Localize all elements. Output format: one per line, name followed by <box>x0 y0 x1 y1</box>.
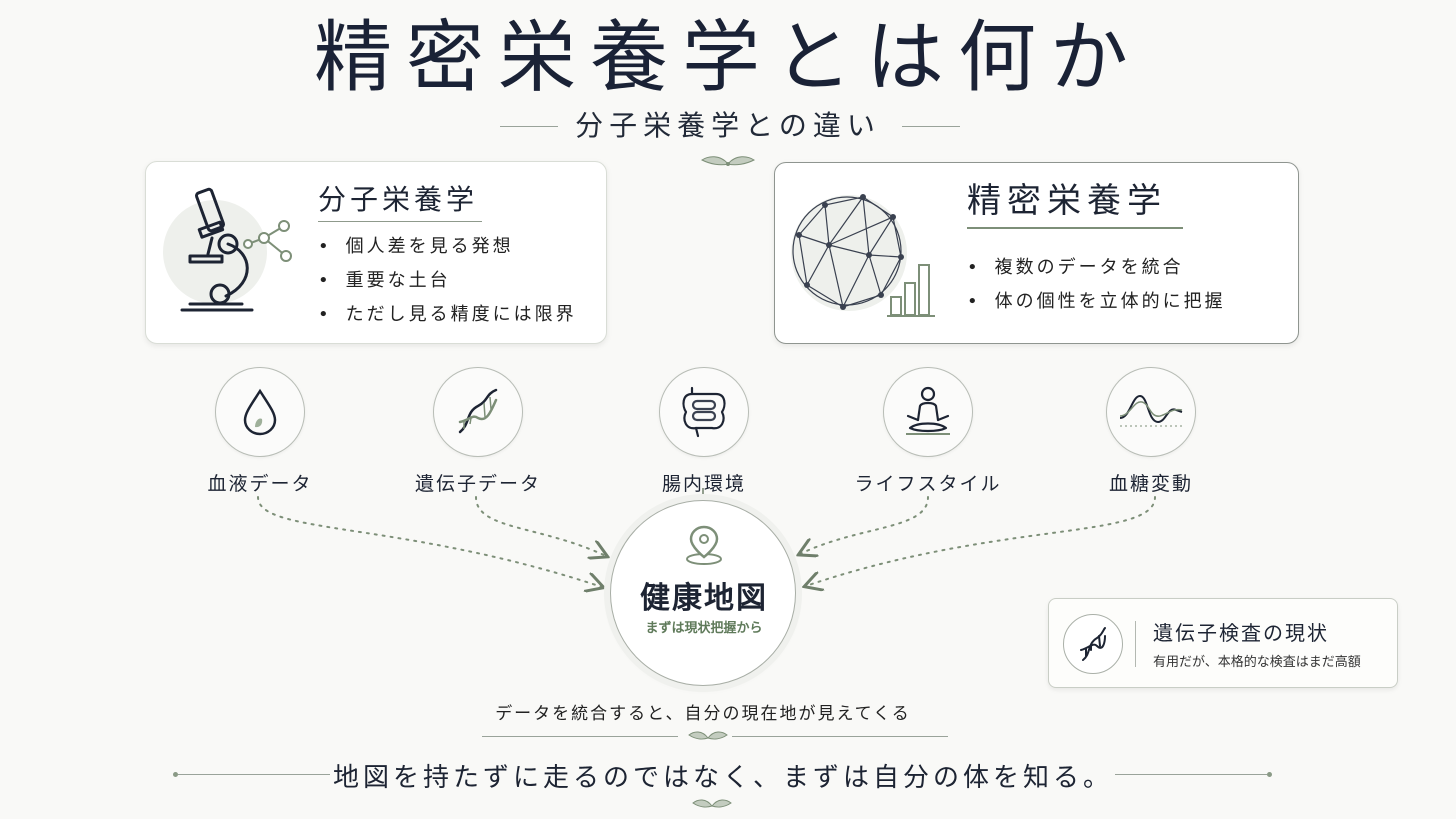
leaf-ornament-icon <box>688 731 728 740</box>
dna-icon <box>458 388 498 434</box>
title-underline <box>318 221 482 222</box>
arrow-glucose <box>806 496 1156 586</box>
genetic-test-status-box: 遺伝子検査の現状 有用だが、本格的な検査はまだ高額 <box>1048 598 1398 688</box>
leaf-ornament-icon <box>701 156 755 166</box>
title-underline <box>967 227 1183 229</box>
precision-nutrition-title: 精密栄養学 <box>967 181 1167 221</box>
source-label: ライフスタイル <box>854 473 1002 495</box>
bullet-item: 体の個性を立体的に把握 <box>967 285 1226 319</box>
molecular-nutrition-title: 分子栄養学 <box>318 183 479 216</box>
source-blood: 血液データ <box>180 367 340 496</box>
divider <box>1135 621 1136 667</box>
meditation-icon <box>906 386 950 435</box>
source-genetic: 遺伝子データ <box>398 367 558 496</box>
subtitle-row: 分子栄養学との違い <box>0 104 1456 148</box>
arrow-blood <box>257 496 602 587</box>
divider-line-right <box>732 736 948 737</box>
bottom-message: 地図を持たずに走るのではなく、まずは自分の体を知る。 <box>332 763 1113 793</box>
bullet-item: 複数のデータを統合 <box>967 251 1226 285</box>
page-title: 精密栄養学とは何か <box>313 13 1142 103</box>
bullet-item: ただし見る精度には限界 <box>318 298 577 332</box>
molecular-nutrition-card: 分子栄養学 個人差を見る発想 重要な土台 ただし見る精度には限界 <box>145 161 607 344</box>
genetic-test-title: 遺伝子検査の現状 <box>1153 621 1329 645</box>
integrate-caption: データを統合すると、自分の現在地が見えてくる <box>495 704 911 724</box>
network-sphere-icon <box>791 194 935 317</box>
source-glucose: 血糖変動 <box>1071 367 1231 496</box>
bullet-item: 個人差を見る発想 <box>318 230 577 264</box>
precision-nutrition-card: 精密栄養学 複数のデータを統合 体の個性を立体的に把握 <box>774 162 1299 344</box>
arrow-lifestyle <box>800 496 929 554</box>
bottom-line-left <box>178 774 330 775</box>
source-label: 遺伝子データ <box>414 473 541 495</box>
microscope-icon <box>163 187 292 312</box>
subtitle-line-left <box>500 126 558 127</box>
health-map-title: 健康地図 <box>640 581 768 616</box>
subtitle-line-right <box>902 126 960 127</box>
intestine-icon <box>682 386 726 438</box>
molecular-nutrition-bullets: 個人差を見る発想 重要な土台 ただし見る精度には限界 <box>318 230 577 332</box>
health-map-subtitle: まずは現状把握から <box>645 621 763 636</box>
line-end-dot <box>173 772 178 777</box>
health-map-circle: 健康地図 まずは現状把握から <box>610 500 796 686</box>
location-pin-icon <box>686 525 722 565</box>
divider-line-left <box>482 736 678 737</box>
leaf-ornament-icon <box>692 799 732 808</box>
source-label: 血糖変動 <box>1108 473 1193 495</box>
source-label: 腸内環境 <box>661 473 746 495</box>
dna-icon <box>1080 627 1106 661</box>
precision-nutrition-bullets: 複数のデータを統合 体の個性を立体的に把握 <box>967 251 1226 319</box>
source-lifestyle: ライフスタイル <box>848 367 1008 496</box>
genetic-test-description: 有用だが、本格的な検査はまだ高額 <box>1153 655 1361 670</box>
line-end-dot <box>1267 772 1272 777</box>
page-subtitle: 分子栄養学との違い <box>575 109 881 142</box>
glucose-wave-icon <box>1119 394 1183 427</box>
bottom-line-right <box>1115 774 1267 775</box>
source-label: 血液データ <box>207 473 313 495</box>
source-gut: 腸内環境 <box>624 367 784 496</box>
arrow-genetic <box>475 496 606 556</box>
bullet-item: 重要な土台 <box>318 264 577 298</box>
blood-drop-icon <box>243 388 277 436</box>
